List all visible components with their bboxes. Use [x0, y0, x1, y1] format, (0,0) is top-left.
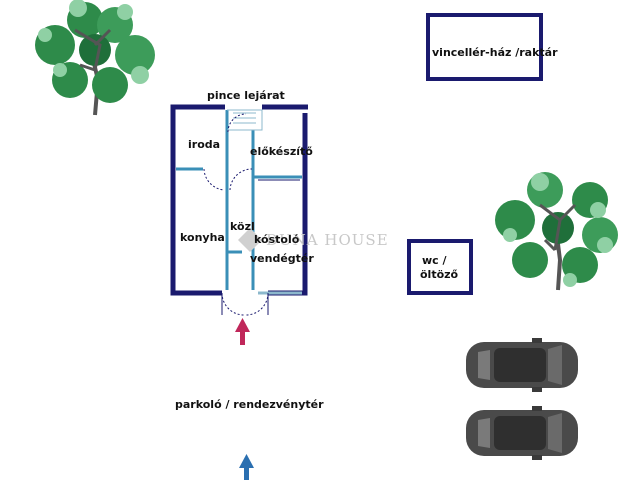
- watermark: DUNA HOUSE: [266, 231, 389, 249]
- label-pince-lejarat: pince lejárat: [207, 89, 285, 102]
- car-top: [466, 338, 578, 392]
- car-bottom: [466, 406, 578, 460]
- label-kozl: közl: [230, 220, 255, 233]
- entrance-arrow: [235, 318, 250, 345]
- tree-top-left: [35, 0, 155, 116]
- wc-building: [407, 239, 473, 295]
- vinceller-building: [426, 13, 543, 81]
- access-arrow: [239, 454, 254, 480]
- interior-details: [203, 109, 302, 295]
- label-kostolo: kóstoló: [254, 233, 300, 246]
- interior-partitions: [176, 110, 302, 290]
- label-wc: wc /: [422, 254, 447, 267]
- label-vinceller: vincellér-ház /raktár: [432, 46, 558, 59]
- entrance-door: [221, 292, 269, 316]
- watermark-logo-icon: [238, 228, 262, 252]
- tree-right: [495, 172, 618, 291]
- label-vendegter: vendégtér: [250, 252, 314, 265]
- label-oltozo: öltöző: [420, 268, 459, 281]
- label-parkolo: parkoló / rendezvénytér: [175, 398, 324, 411]
- label-konyha: konyha: [180, 231, 225, 244]
- main-building-walls: [170, 104, 308, 296]
- label-elokeszito: előkészítő: [250, 145, 313, 158]
- label-iroda: iroda: [188, 138, 221, 151]
